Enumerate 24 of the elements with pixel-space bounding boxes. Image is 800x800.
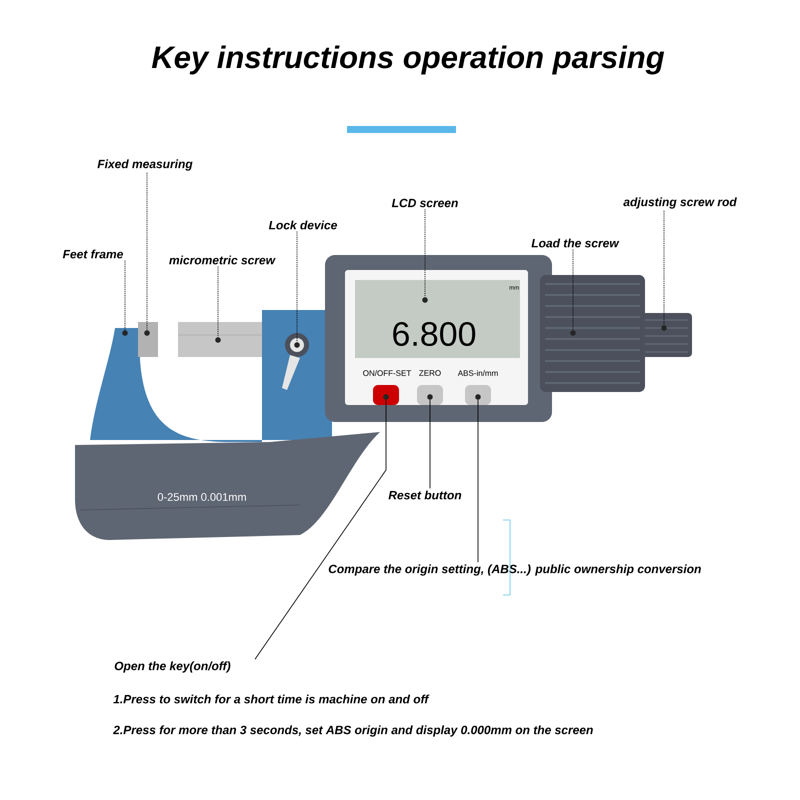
instruction-text: 1.Press to switch for a short time is machine on and off	[113, 694, 430, 704]
range-label: 0-25mm 0.001mm	[158, 493, 246, 501]
button-label: ON/OFF-SET	[363, 370, 412, 376]
callout-text: micrometric screw	[169, 256, 276, 264]
callout-text: Fixed measuring	[98, 159, 192, 171]
callout-text: LCD screen	[392, 198, 458, 208]
leader-line	[254, 400, 386, 660]
callout-text: adjusting screw rod	[623, 197, 737, 209]
button-label: ZERO	[419, 370, 441, 376]
leader-line	[124, 260, 126, 330]
callout-text: Compare the origin setting, (ABS...) public ownership conversion	[328, 564, 701, 576]
callout-text: Lock device	[268, 220, 337, 230]
display-digits: 6.800	[393, 322, 476, 346]
callout-text: Load the screw	[532, 238, 620, 248]
button-label: ABS-in/mm	[458, 370, 498, 376]
callout-text: Open the key(on/off)	[114, 661, 230, 673]
leader-line	[572, 249, 574, 330]
leader-line	[424, 209, 426, 298]
callout-text: Feet frame	[62, 250, 123, 258]
instruction-text: 2.Press for more than 3 seconds, set ABS origin and display 0.000mm on the screen	[113, 725, 593, 737]
leader-line	[146, 172, 148, 330]
leader-line	[296, 231, 298, 342]
callout-text: Reset button	[388, 490, 462, 500]
title: Key instructions operation parsing	[152, 46, 664, 74]
